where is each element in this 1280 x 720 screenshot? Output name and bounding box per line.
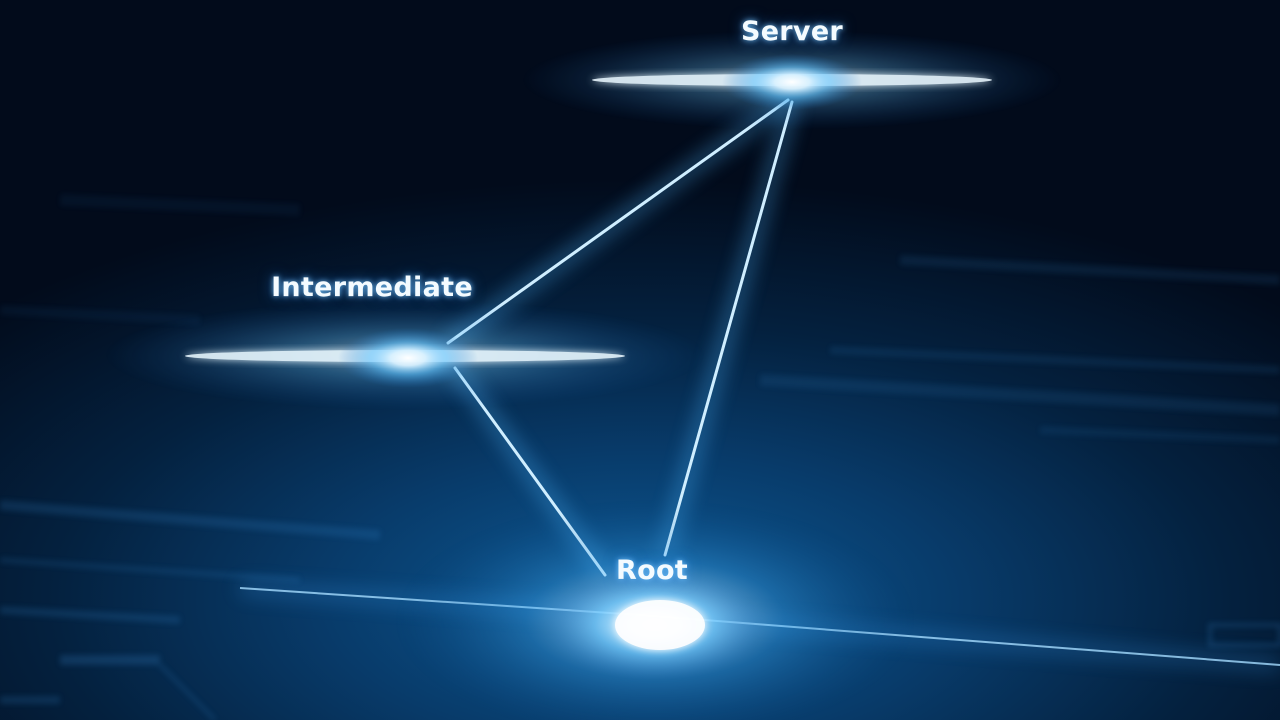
intermediate-label: Intermediate	[271, 272, 473, 303]
node-intermediate-glow	[105, 300, 705, 410]
edge-root-server	[663, 100, 794, 557]
node-server-glow	[522, 30, 1062, 130]
node-root-glow	[395, 500, 915, 720]
edge-intermediate-server	[446, 98, 790, 345]
root-label: Root	[616, 555, 688, 586]
background-circuit-traces	[0, 194, 1280, 720]
server-label: Server	[740, 16, 844, 47]
